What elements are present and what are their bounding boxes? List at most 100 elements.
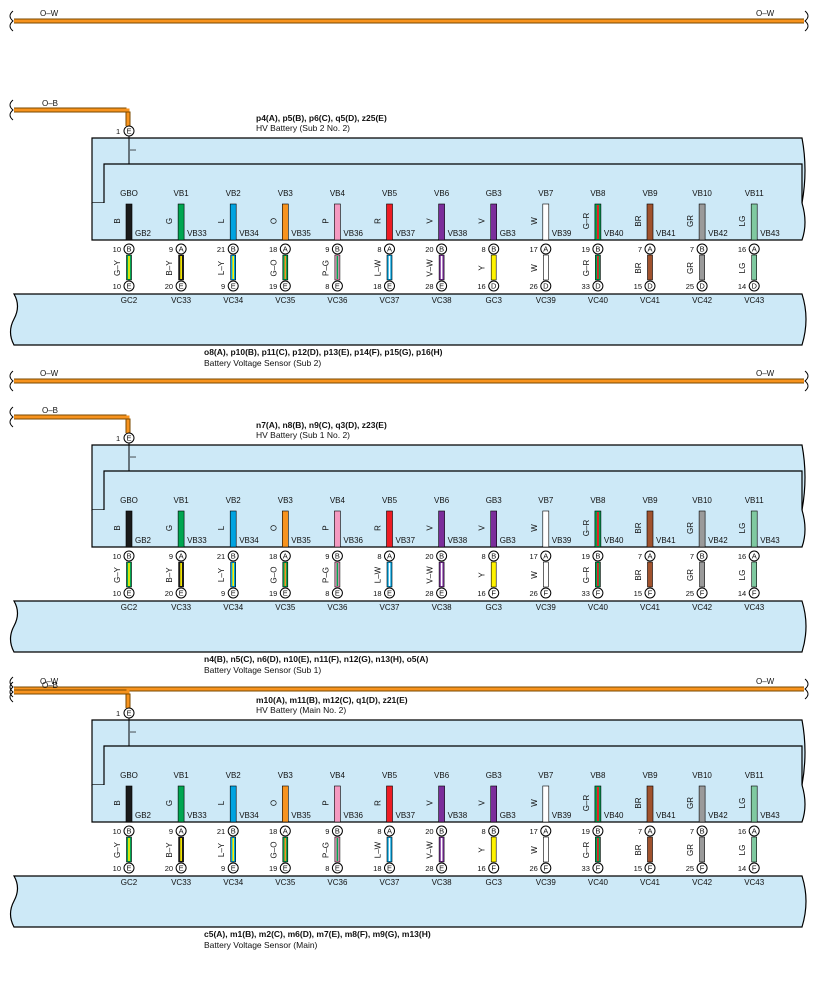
inner-terminal-label: VB41: [656, 536, 676, 545]
upper-pin: [540, 550, 552, 562]
inner-wire-label: LG: [738, 523, 747, 534]
sensor-terminal-label: VC35: [275, 603, 296, 612]
pin-letter: A: [283, 245, 288, 254]
lower-pin-number: 25: [686, 864, 694, 873]
wire-code-label: L–Y: [217, 567, 226, 582]
pin-letter: B: [335, 245, 340, 254]
inner-terminal-label: VB43: [760, 536, 780, 545]
pin-letter: F: [700, 864, 705, 873]
wire-edge: [14, 414, 127, 433]
lower-pin-number: 9: [221, 282, 225, 291]
pin-letter: A: [179, 245, 184, 254]
wire-code-label: V–W: [426, 566, 435, 584]
pin-letter: E: [126, 127, 131, 136]
lower-pin-number: 20: [165, 589, 173, 598]
upper-pin-number: 8: [377, 827, 381, 836]
terminal-top-label: VB11: [745, 189, 765, 198]
upper-pin: [331, 825, 343, 837]
sensor-terminal-label: VC34: [223, 878, 244, 887]
lower-pin: [175, 862, 187, 874]
lower-pin: [592, 280, 604, 292]
lower-pin: [227, 862, 239, 874]
inner-wire-label: B: [113, 218, 122, 223]
upper-pin: [384, 243, 395, 255]
wire-edge: [14, 689, 127, 708]
pin-letter: E: [126, 709, 131, 718]
terminal-top-label: VB5: [382, 496, 398, 505]
sensor-name: Battery Voltage Sensor (Sub 1): [204, 665, 321, 675]
inner-wire-label: BR: [634, 522, 643, 533]
wire-stripe: [490, 785, 498, 823]
terminal-top-label: GBO: [120, 771, 138, 780]
terminal-top-label: VB8: [590, 496, 606, 505]
sensor-terminal-label: VC35: [275, 296, 296, 305]
sensor-terminal-label: VC40: [588, 603, 609, 612]
hv-battery-lower: [91, 509, 806, 548]
inner-terminal-label: GB3: [500, 811, 517, 820]
sensor-terminal-label: GC2: [121, 878, 138, 887]
wire-stripe: [647, 254, 653, 281]
lower-pin: [384, 587, 395, 599]
pin-letter: B: [439, 827, 444, 836]
inner-terminal-label: VB34: [239, 811, 259, 820]
inner-wire-label: B: [113, 800, 122, 805]
pin-letter: E: [283, 589, 288, 598]
hv-connector-list: n7(A), n8(B), n9(C), q3(D), z23(E): [256, 420, 387, 430]
upper-pin-number: 8: [482, 552, 486, 561]
wire-stripe: [751, 254, 758, 281]
wire-edge: [14, 107, 127, 126]
upper-pin-number: 18: [269, 245, 277, 254]
wire-code-label: V–W: [426, 259, 435, 277]
wire-code-label: L–Y: [217, 260, 226, 275]
wire-stripe: [386, 510, 393, 548]
inner-terminal-label: VB43: [760, 229, 780, 238]
lower-pin: [488, 280, 500, 292]
pin-letter: E: [179, 282, 184, 291]
wire-stripe: [750, 785, 758, 823]
inner-terminal-label: VB43: [760, 811, 780, 820]
upper-pin-number: 10: [113, 245, 121, 254]
wire-stripe: [125, 510, 133, 548]
wire-break-mark: [9, 370, 14, 392]
upper-pin-number: 7: [690, 245, 694, 254]
lower-pin: [331, 280, 343, 292]
lower-pin: [540, 587, 552, 599]
wire-stripe: [751, 836, 758, 863]
sensor-terminal-label: VC35: [275, 878, 296, 887]
sensor-terminal-label: VC41: [640, 603, 661, 612]
pin-letter: B: [231, 245, 236, 254]
sensor-terminal-label: VC36: [327, 878, 348, 887]
inner-wire-label: G: [165, 800, 174, 806]
inner-wire-label: L: [217, 800, 226, 805]
wire-stripe: [699, 254, 705, 281]
upper-pin-number: 21: [217, 552, 225, 561]
wire-stripe: [281, 785, 289, 823]
hv-battery-name: HV Battery (Main No. 2): [256, 705, 346, 715]
wire-stripe: [490, 836, 497, 863]
wire-stripe: [698, 203, 706, 241]
lower-pin: [488, 587, 500, 599]
terminal-top-label: GB3: [486, 189, 503, 198]
sensor-terminal-label: VC39: [536, 296, 557, 305]
terminal-top-label: VB11: [745, 771, 765, 780]
lower-pin-number: 15: [634, 282, 642, 291]
pin-letter: A: [179, 552, 184, 561]
wire-break-mark: [804, 678, 809, 700]
wire-code-label: P–G: [321, 567, 330, 583]
pin-letter: B: [439, 552, 444, 561]
sensor-body: [9, 875, 807, 928]
wire-stripe: [229, 510, 237, 548]
inner-terminal-label: GB3: [500, 229, 517, 238]
lower-pin-number: 25: [686, 589, 694, 598]
wire-stripe: [542, 510, 550, 548]
wire-code-label: P–G: [321, 842, 330, 858]
ground-mark: I: [129, 456, 138, 458]
upper-pin: [488, 243, 500, 255]
pin-letter: A: [387, 245, 392, 254]
lower-pin: [175, 280, 187, 292]
terminal-top-label: GB3: [486, 496, 503, 505]
lower-pin-number: 14: [738, 282, 746, 291]
upper-pin: [123, 243, 135, 255]
terminal-top-label: VB9: [642, 496, 658, 505]
wire-code-label: LG: [738, 263, 747, 274]
